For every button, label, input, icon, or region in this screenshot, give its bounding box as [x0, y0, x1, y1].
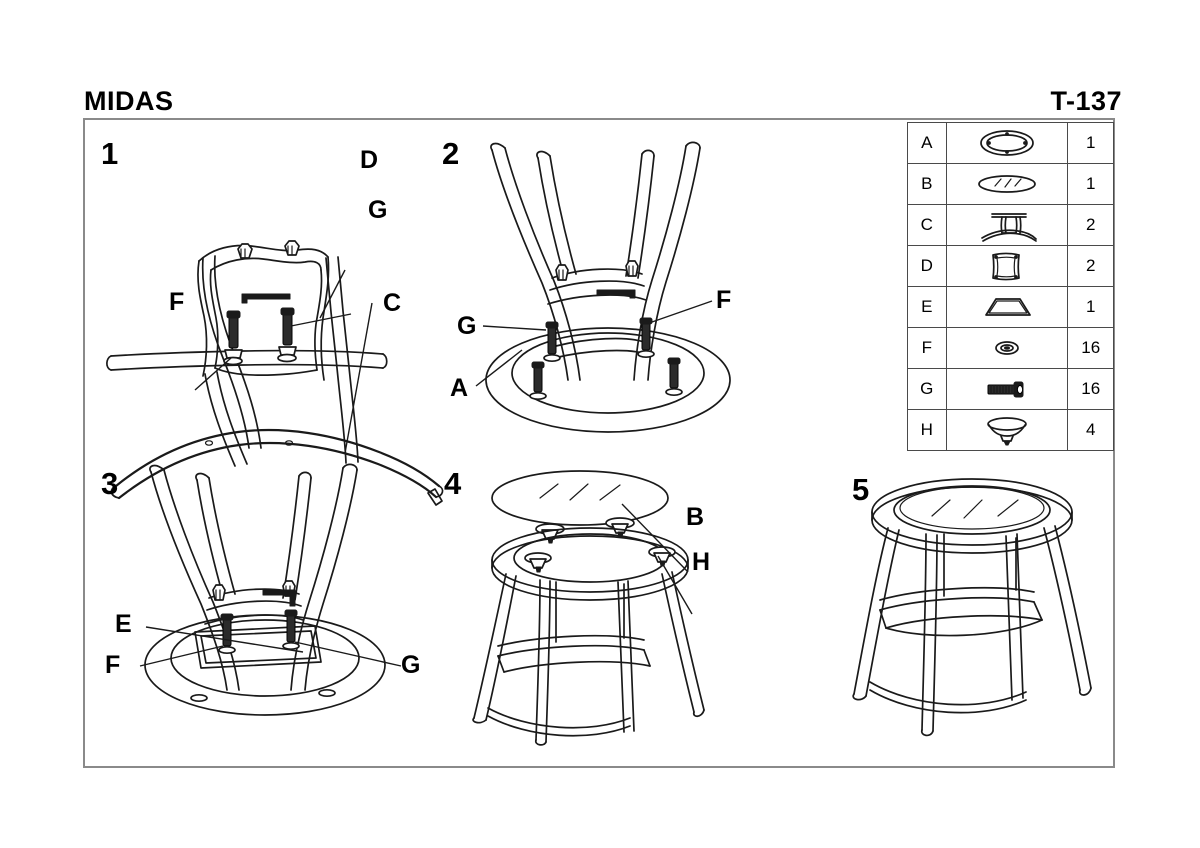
step-2-label-f: F: [716, 286, 732, 314]
step-1-label-d: D: [360, 146, 379, 174]
step-1-label-g: G: [368, 196, 388, 224]
bolt-g-shelf-right: [284, 609, 298, 643]
part-icon-cell: [945, 368, 1069, 410]
step-1-illustration: [106, 240, 444, 506]
page-title: MIDAS: [84, 86, 174, 116]
table-row: G 16: [907, 368, 1114, 410]
part-qty: 2: [1067, 245, 1114, 287]
table-row: E 1: [907, 286, 1114, 328]
part-qty: 16: [1067, 327, 1114, 369]
part-id: F: [907, 327, 947, 369]
table-row: D 2: [907, 245, 1114, 287]
step-3-label-e: E: [115, 610, 132, 638]
part-icon-cell: [945, 245, 1069, 287]
suction-cup-d: [648, 546, 676, 567]
part-id: B: [907, 163, 947, 205]
leg-frame-arch-icon: [947, 205, 1068, 245]
step-5-panel: 5: [830, 450, 1120, 768]
part-icon-cell: [945, 286, 1069, 328]
step-2-panel: 2: [430, 118, 790, 448]
table-row: A 1: [907, 122, 1114, 164]
step-4-label-b: B: [686, 503, 705, 531]
model-number: T-137: [1050, 86, 1122, 116]
bolt-g-left: [545, 321, 559, 355]
square-bracket-icon: [947, 246, 1068, 286]
bolt-g-2: [278, 307, 297, 356]
bolt-g-lower-right: [667, 357, 681, 389]
step-3-panel: 3: [83, 450, 443, 768]
part-qty: 2: [1067, 204, 1114, 246]
bolt-screw-icon: [947, 369, 1068, 409]
part-icon-cell: [945, 122, 1069, 164]
step-4-number: 4: [444, 466, 462, 501]
step-2-number: 2: [442, 136, 460, 171]
part-icon-cell: [945, 409, 1069, 451]
trapezoid-panel-icon: [947, 287, 1068, 327]
table-row: B 1: [907, 163, 1114, 205]
step-3-illustration: [139, 463, 402, 716]
suction-cup-c: [524, 552, 552, 573]
step-4-label-h: H: [692, 548, 711, 576]
part-qty: 4: [1067, 409, 1114, 451]
step-2-label-g: G: [457, 312, 477, 340]
table-row: C: [907, 204, 1114, 246]
part-qty: 16: [1067, 368, 1114, 410]
step-3-number: 3: [101, 466, 119, 501]
table-row: H 4: [907, 409, 1114, 451]
step-1-panel: 1: [83, 118, 444, 506]
part-icon-cell: [945, 204, 1069, 246]
bolt-g-right: [639, 317, 653, 351]
part-qty: 1: [1067, 122, 1114, 164]
suction-cup-pad-icon: [947, 410, 1068, 450]
step-5-illustration: [852, 478, 1092, 737]
step-2-label-a: A: [450, 374, 469, 402]
step-3-label-f: F: [105, 651, 121, 679]
oval-ring-shelf-icon: [947, 123, 1068, 163]
step-1-label-f: F: [169, 288, 185, 316]
part-id: D: [907, 245, 947, 287]
glass-disc-top-icon: [947, 164, 1068, 204]
bolt-g-lower-left: [531, 361, 545, 393]
step-1-label-c: C: [383, 289, 402, 317]
table-row: F 16: [907, 327, 1114, 369]
part-id: A: [907, 122, 947, 164]
part-id: E: [907, 286, 947, 328]
part-qty: 1: [1067, 286, 1114, 328]
part-id: G: [907, 368, 947, 410]
part-id: C: [907, 204, 947, 246]
part-icon-cell: [945, 327, 1069, 369]
suction-cup-b: [605, 517, 635, 538]
step-5-number: 5: [852, 472, 870, 507]
step-4-panel: 4: [430, 450, 790, 768]
part-qty: 1: [1067, 163, 1114, 205]
part-icon-cell: [945, 163, 1069, 205]
step-3-label-g: G: [401, 651, 421, 679]
step-1-number: 1: [101, 136, 119, 171]
parts-list-table: A 1 B: [907, 122, 1114, 451]
step-4-illustration: [472, 470, 705, 746]
part-id: H: [907, 409, 947, 451]
washer-icon: [947, 328, 1068, 368]
step-2-illustration: [475, 141, 731, 433]
